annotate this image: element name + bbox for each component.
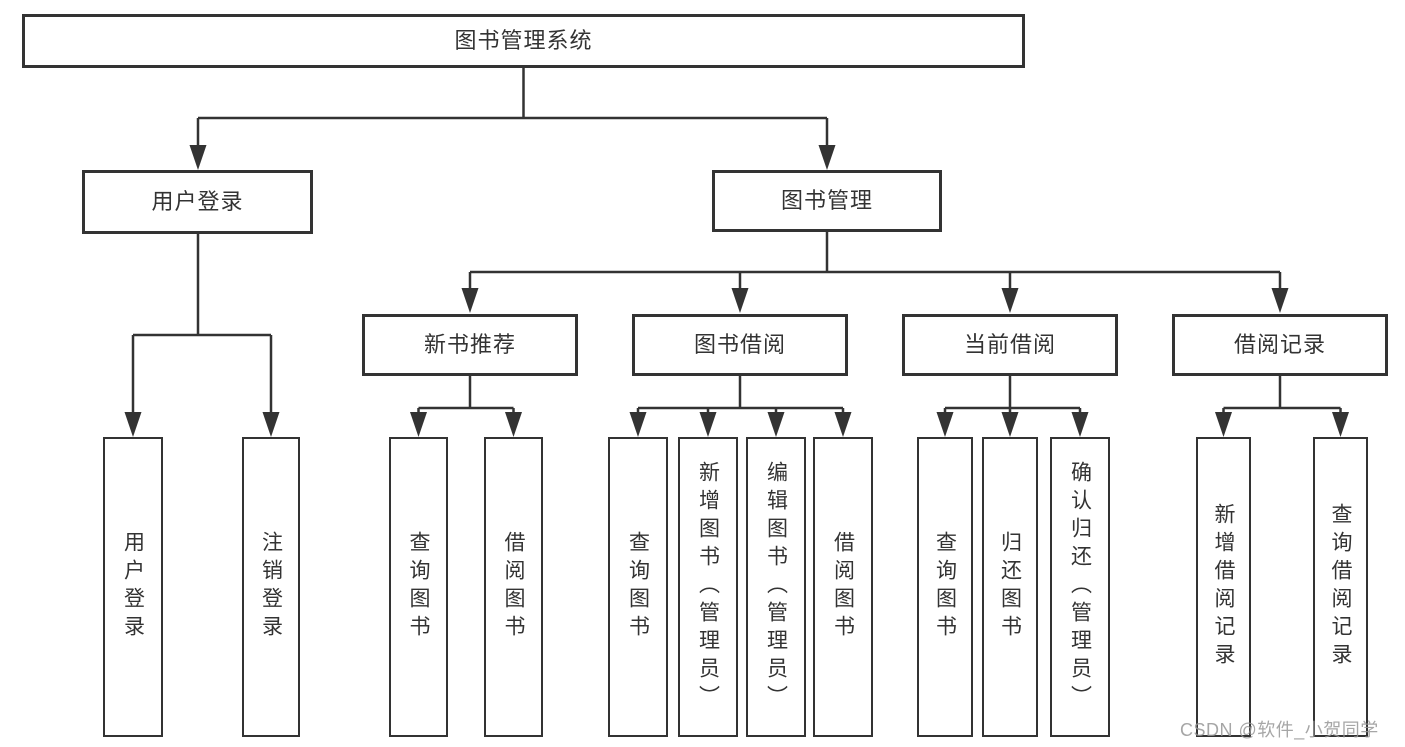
node-book-borrowing-label: 图书借阅 — [693, 332, 786, 357]
csdn-watermark: CSDN @软件_小贺同学 — [1180, 720, 1379, 740]
node-borrowing-records: 借阅记录 — [1172, 314, 1388, 376]
leaf-query-books-recommend: 查询图书 — [389, 437, 448, 737]
leaf-borrow-books-recommend-label: 借阅图书 — [502, 531, 525, 643]
node-current-borrowing: 当前借阅 — [902, 314, 1118, 376]
leaf-logout-label: 注销登录 — [259, 531, 283, 643]
leaf-query-books-recommend-label: 查询图书 — [407, 531, 430, 643]
node-library-system-label: 图书管理系统 — [454, 28, 593, 53]
leaf-query-borrow-record: 查询借阅记录 — [1313, 437, 1368, 737]
leaf-query-books-current-label: 查询图书 — [933, 531, 957, 643]
leaf-edit-books-admin-label: 编辑图书（管理员） — [764, 461, 788, 713]
leaf-confirm-return-admin: 确认归还（管理员） — [1050, 437, 1110, 737]
leaf-query-books-borrow: 查询图书 — [608, 437, 668, 737]
leaf-add-books-admin-label: 新增图书（管理员） — [696, 461, 720, 713]
node-book-borrowing: 图书借阅 — [632, 314, 848, 376]
leaf-borrow-books-label: 借阅图书 — [831, 531, 855, 643]
leaf-user-login-label: 用户登录 — [121, 531, 145, 643]
node-borrowing-records-label: 借阅记录 — [1233, 332, 1326, 357]
leaf-borrow-books-recommend: 借阅图书 — [484, 437, 543, 737]
leaf-add-books-admin: 新增图书（管理员） — [678, 437, 738, 737]
leaf-query-borrow-record-label: 查询借阅记录 — [1329, 503, 1352, 671]
leaf-query-books-current: 查询图书 — [917, 437, 973, 737]
leaf-user-login: 用户登录 — [103, 437, 163, 737]
leaf-borrow-books: 借阅图书 — [813, 437, 873, 737]
leaf-add-borrow-record: 新增借阅记录 — [1196, 437, 1251, 737]
node-new-book-recommend: 新书推荐 — [362, 314, 578, 376]
leaf-logout: 注销登录 — [242, 437, 300, 737]
node-user-login: 用户登录 — [82, 170, 313, 234]
node-library-system: 图书管理系统 — [22, 14, 1025, 68]
leaf-add-borrow-record-label: 新增借阅记录 — [1212, 503, 1235, 671]
node-book-management-label: 图书管理 — [780, 188, 873, 213]
leaf-return-books-label: 归还图书 — [998, 531, 1022, 643]
node-new-book-recommend-label: 新书推荐 — [423, 332, 516, 357]
leaf-confirm-return-admin-label: 确认归还（管理员） — [1068, 461, 1092, 713]
leaf-query-books-borrow-label: 查询图书 — [626, 531, 650, 643]
node-user-login-label: 用户登录 — [151, 189, 244, 214]
leaf-edit-books-admin: 编辑图书（管理员） — [746, 437, 806, 737]
node-current-borrowing-label: 当前借阅 — [963, 332, 1056, 357]
leaf-return-books: 归还图书 — [982, 437, 1038, 737]
node-book-management: 图书管理 — [712, 170, 942, 232]
